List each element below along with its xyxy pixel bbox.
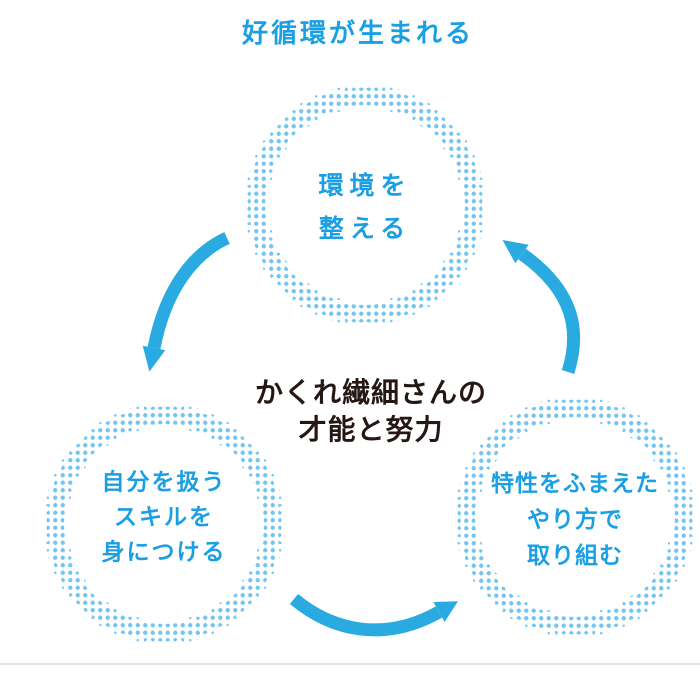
circle-label-line: やり方で [527, 507, 623, 533]
page-edge-line [0, 663, 700, 665]
curved-arrow-bottom-left-to-bottom-right-icon [289, 593, 458, 637]
circle-label-environment: 環境を 整える [318, 164, 411, 250]
circle-label-line: スキルを [114, 504, 214, 531]
center-caption-line1: かくれ繊細さんの [254, 376, 488, 409]
circle-label-approach: 特性をふまえた やり方で 取り組む [491, 466, 659, 574]
circle-label-line: 取り組む [527, 543, 623, 569]
circle-label-self-skills: 自分を扱う スキルを 身につける [102, 466, 227, 571]
circle-label-line: 整える [318, 214, 412, 243]
page-title: 好循環が生まれる [241, 19, 475, 49]
center-caption: かくれ繊細さんの 才能と努力 [255, 374, 487, 448]
circle-label-line: 自分を扱う [101, 469, 227, 496]
curved-arrow-bottom-right-to-top-icon [502, 240, 581, 374]
circle-label-line: 身につける [101, 539, 227, 566]
center-caption-line2: 才能と努力 [298, 413, 444, 446]
curved-arrow-top-to-bottom-left-icon [142, 232, 230, 372]
circle-label-line: 環境を [318, 171, 412, 200]
circle-label-line: 特性をふまえた [491, 471, 659, 497]
